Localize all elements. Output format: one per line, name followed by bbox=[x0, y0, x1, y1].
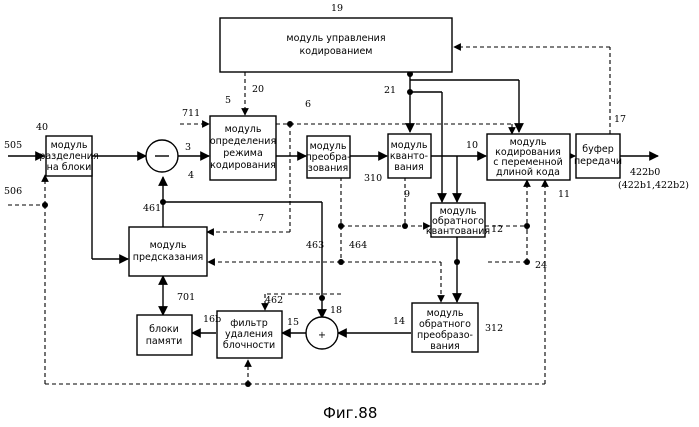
svg-text:модулькванто-вания: модулькванто-вания bbox=[390, 140, 428, 173]
block-memory: блокипамяти bbox=[137, 315, 192, 355]
svg-text:20: 20 bbox=[252, 84, 264, 95]
svg-text:9: 9 bbox=[404, 189, 410, 200]
svg-text:711: 711 bbox=[182, 108, 200, 119]
svg-text:464: 464 bbox=[349, 240, 367, 251]
block-deblock: фильтрудаленияблочности bbox=[217, 311, 282, 358]
svg-text:310: 310 bbox=[364, 173, 382, 184]
block-buffer: буферпередачи bbox=[574, 134, 622, 178]
block-vlc: модулькодированияс переменнойдлиной кода bbox=[487, 134, 570, 180]
svg-text:24: 24 bbox=[535, 260, 547, 271]
block-split: модульразделенияна блоки bbox=[39, 136, 98, 176]
figure-caption: Фиг.88 bbox=[323, 404, 377, 422]
block-inv-quant: модульобратногоквантования bbox=[426, 203, 490, 237]
block-prediction: модульпредсказания bbox=[129, 227, 207, 276]
svg-text:(422b1,422b2): (422b1,422b2) bbox=[618, 180, 689, 191]
svg-text:19: 19 bbox=[331, 3, 343, 14]
svg-text:462: 462 bbox=[265, 295, 283, 306]
block-mode-decision: модульопределениярежимакодирования bbox=[210, 116, 276, 180]
svg-text:21: 21 bbox=[384, 85, 396, 96]
svg-text:блокипамяти: блокипамяти bbox=[146, 324, 183, 347]
svg-text:модульпреобра-зования: модульпреобра-зования bbox=[305, 141, 350, 174]
block-quantize: модулькванто-вания bbox=[388, 134, 431, 178]
svg-text:15: 15 bbox=[287, 317, 299, 328]
svg-text:6: 6 bbox=[305, 99, 311, 110]
svg-text:3: 3 bbox=[185, 142, 191, 153]
svg-text:505: 505 bbox=[4, 140, 22, 151]
svg-text:461: 461 bbox=[143, 203, 161, 214]
svg-text:312: 312 bbox=[485, 323, 503, 334]
svg-text:701: 701 bbox=[177, 292, 195, 303]
svg-text:11: 11 bbox=[558, 189, 570, 200]
svg-text:422b0: 422b0 bbox=[630, 167, 660, 178]
svg-text:463: 463 bbox=[306, 240, 324, 251]
svg-text:5: 5 bbox=[225, 95, 231, 106]
svg-text:12: 12 bbox=[491, 224, 503, 235]
svg-text:10: 10 bbox=[466, 140, 478, 151]
svg-text:+: + bbox=[318, 330, 326, 341]
svg-text:4: 4 bbox=[188, 170, 194, 181]
svg-text:17: 17 bbox=[614, 114, 626, 125]
svg-text:506: 506 bbox=[4, 186, 22, 197]
block-transform: модульпреобра-зования bbox=[305, 136, 350, 178]
svg-text:фильтрудаленияблочности: фильтрудаленияблочности bbox=[223, 318, 275, 351]
adder: + bbox=[306, 317, 338, 349]
subtractor bbox=[146, 140, 178, 172]
svg-text:14: 14 bbox=[393, 316, 405, 327]
svg-text:16b: 16b bbox=[203, 314, 221, 325]
block-inv-transform: модульобратногопреобразо-вания bbox=[412, 303, 478, 352]
svg-text:40: 40 bbox=[36, 122, 48, 133]
svg-text:7: 7 bbox=[258, 213, 264, 224]
block-coding-control: модуль управлениякодированием bbox=[220, 18, 452, 72]
svg-text:18: 18 bbox=[330, 305, 342, 316]
